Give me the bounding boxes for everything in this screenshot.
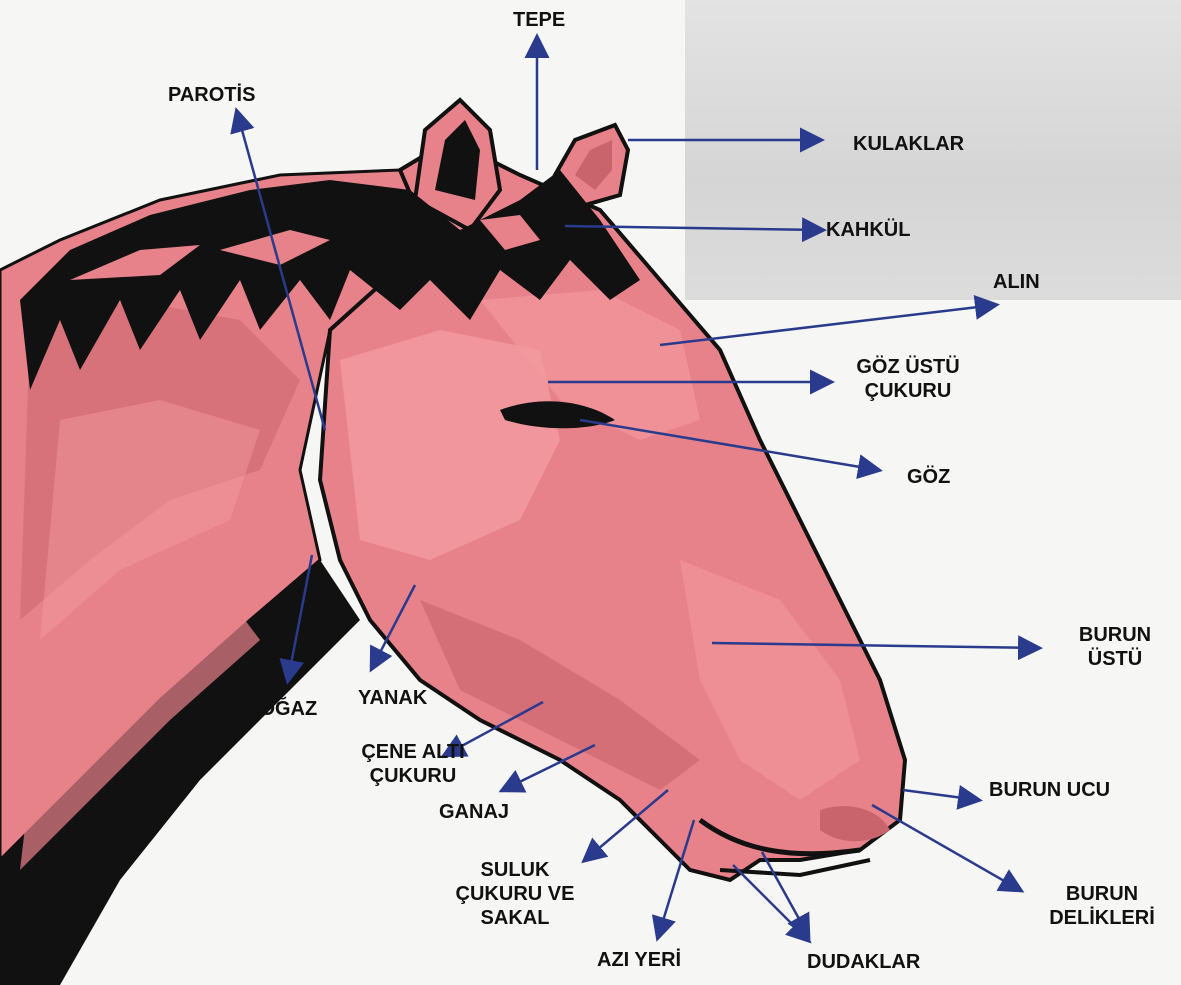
label-suluk-line2: ÇUKURU VE: [445, 882, 585, 906]
arrow-burun-ucu: [903, 790, 978, 800]
label-suluk-line1: SULUK: [445, 858, 585, 882]
label-kahkul: KAHKÜL: [826, 218, 910, 242]
label-cene-alti-line1: ÇENE ALTI: [348, 740, 478, 764]
label-burun-ustu-line1: BURUN: [1065, 623, 1165, 647]
label-burun-delikleri: BURUN DELİKLERİ: [1032, 882, 1172, 930]
label-goz: GÖZ: [907, 465, 950, 489]
label-suluk-line3: SAKAL: [445, 906, 585, 930]
label-bogaz: BOĞAZ: [245, 697, 317, 721]
label-goz-ustu-cukuru: GÖZ ÜSTÜ ÇUKURU: [838, 355, 978, 403]
label-suluk-cukuru-ve-sakal: SULUK ÇUKURU VE SAKAL: [445, 858, 585, 930]
label-cene-alti-line2: ÇUKURU: [348, 764, 478, 788]
label-burun-ustu: BURUN ÜSTÜ: [1065, 623, 1165, 671]
label-burun-delik-line1: BURUN: [1032, 882, 1172, 906]
label-yanak: YANAK: [358, 686, 427, 710]
arrow-dudaklar-2: [762, 852, 808, 935]
label-burun-delik-line2: DELİKLERİ: [1032, 906, 1172, 930]
label-dudaklar: DUDAKLAR: [807, 950, 920, 974]
label-ganaj: GANAJ: [439, 800, 509, 824]
label-burun-ustu-line2: ÜSTÜ: [1065, 647, 1165, 671]
arrow-alin: [660, 305, 995, 345]
label-kulaklar: KULAKLAR: [853, 132, 964, 156]
label-azi-yeri: AZI YERİ: [597, 948, 681, 972]
label-parotis: PAROTİS: [168, 83, 255, 107]
arrow-burun-delikleri: [872, 805, 1020, 890]
label-goz-ustu-line2: ÇUKURU: [838, 379, 978, 403]
label-burun-ucu: BURUN UCU: [989, 778, 1110, 802]
label-cene-alti-cukuru: ÇENE ALTI ÇUKURU: [348, 740, 478, 788]
label-tepe: TEPE: [513, 8, 565, 32]
label-alin: ALIN: [993, 270, 1040, 294]
label-goz-ustu-line1: GÖZ ÜSTÜ: [838, 355, 978, 379]
